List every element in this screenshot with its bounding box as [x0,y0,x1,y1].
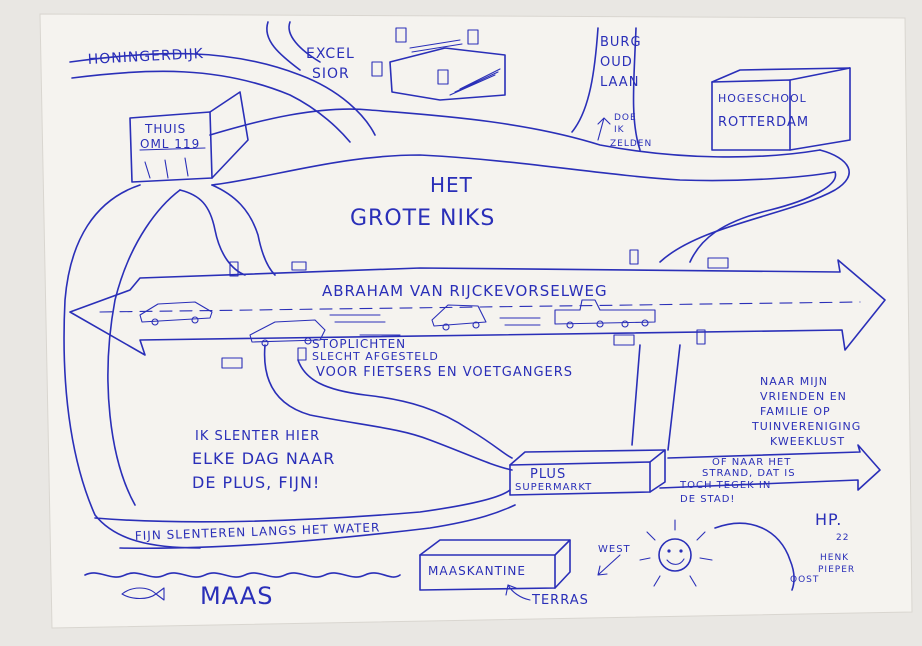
stoplichten-label-3: VOOR FIETSERS EN VOETGANGERS [316,365,573,380]
vrienden-label-4: TUINVERENIGING [751,420,861,433]
slenter-label-2: ELKE DAG NAAR [192,449,335,468]
maaskantine-building-icon [419,539,571,591]
plus-label-2: SUPERMARKT [515,482,592,493]
burg-label: BURG [600,35,642,50]
water-walk-path-2 [119,504,516,550]
doe-ik-zelden-label-2: IK [614,125,625,135]
west-label: WEST [598,544,631,555]
traffic-light-icon [221,249,729,369]
excelsior-label: EXCEL [306,46,355,62]
upper-loop-road [209,108,821,158]
water-walk-path [94,489,511,523]
lower-left-connector-2 [297,359,513,459]
hogeschool-label-2: ROTTERDAM [718,115,809,130]
west-arrow-icon [597,554,621,576]
burg-oudlaan-road [571,27,599,133]
terras-label: TERRAS [531,593,589,608]
upper-loop-road-inner [211,154,836,186]
honingerdijk-label: HONINGERDIJK [87,46,204,68]
car-icon [139,301,213,326]
lower-right-connector [631,344,641,446]
left-loop-road-inner [107,189,181,506]
stoplichten-label: STOPLICHTEN [312,337,406,351]
paper-sheet [39,13,913,629]
burg-label-2: OUD [600,55,633,70]
signature-year: 22 [836,533,849,543]
plus-label: PLUS [530,467,566,482]
doe-ik-zelden-label-3: ZELDEN [610,139,652,149]
terras-arrow-icon [505,584,531,601]
motion-lines-icon [329,314,541,336]
excelsior-road [266,21,301,71]
main-road-centerline [99,301,861,313]
arrow-up-icon [597,117,611,141]
left-loop-road [63,184,201,549]
strand-label-2: STRAND, DAT IS [702,468,796,479]
sun-arc-path [714,522,795,591]
oost-label: OOST [790,575,819,585]
main-road-outline [69,259,886,356]
strand-label-3: TOCH TEGEK IN [679,480,771,491]
slenter-label: IK SLENTER HIER [195,429,320,444]
lower-right-connector-2 [667,344,681,451]
het-grote-niks-label-2: GROTE NIKS [350,206,495,231]
truck-icon [554,299,656,329]
signature-name: HENK [820,553,849,563]
road-name-label: ABRAHAM VAN RIJCKEVORSELWEG [322,282,608,300]
home-label: THUIS [144,122,186,136]
burg-oudlaan-road-2 [632,27,641,151]
het-grote-niks-label: HET [430,173,473,197]
signature-initials: HP. [815,510,842,529]
honingerdijk-road-lower [71,70,351,143]
vrienden-label-2: VRIENDEN EN [760,390,847,403]
vrienden-label-3: FAMILIE OP [760,405,831,418]
sun-icon [639,519,713,587]
strand-arrow-road [659,444,881,491]
vrienden-label-5: KWEEKLUST [770,435,845,448]
burg-label-3: LAAN [600,75,639,90]
maas-label: MAAS [200,582,273,610]
fish-icon [121,587,165,601]
strand-label-4: DE STAD! [680,494,735,505]
home-label-2: OML 119 [140,137,200,151]
car-icon-2 [249,319,326,347]
car-icon-3 [431,304,487,331]
maaskantine-label: MAASKANTINE [428,564,526,578]
signature-name-2: PIEPER [818,565,855,575]
excelsior-road-2 [288,21,321,63]
supermarket-building-icon [509,449,666,496]
lower-left-connector [263,344,513,471]
home-building-icon [129,91,249,183]
excelsior-label-2: SIOR [312,66,350,82]
river-waves-icon [84,572,401,578]
home-connector-road [179,189,246,276]
doe-ik-zelden-label: DOE [614,113,637,123]
stadium-icon [371,27,506,101]
hogeschool-building-icon [711,67,851,151]
vrienden-label: NAAR MIJN [760,375,828,388]
hogeschool-label: HOGESCHOOL [718,92,807,105]
home-connector-road-2 [211,184,276,276]
stoplichten-label-2: SLECHT AFGESTELD [312,350,439,363]
honingerdijk-road [69,52,376,136]
upper-loop-right [659,149,850,263]
upper-loop-right-inner [689,171,837,263]
slenter-label-3: DE PLUS, FIJN! [192,473,320,492]
strand-label: OF NAAR HET [712,457,791,468]
